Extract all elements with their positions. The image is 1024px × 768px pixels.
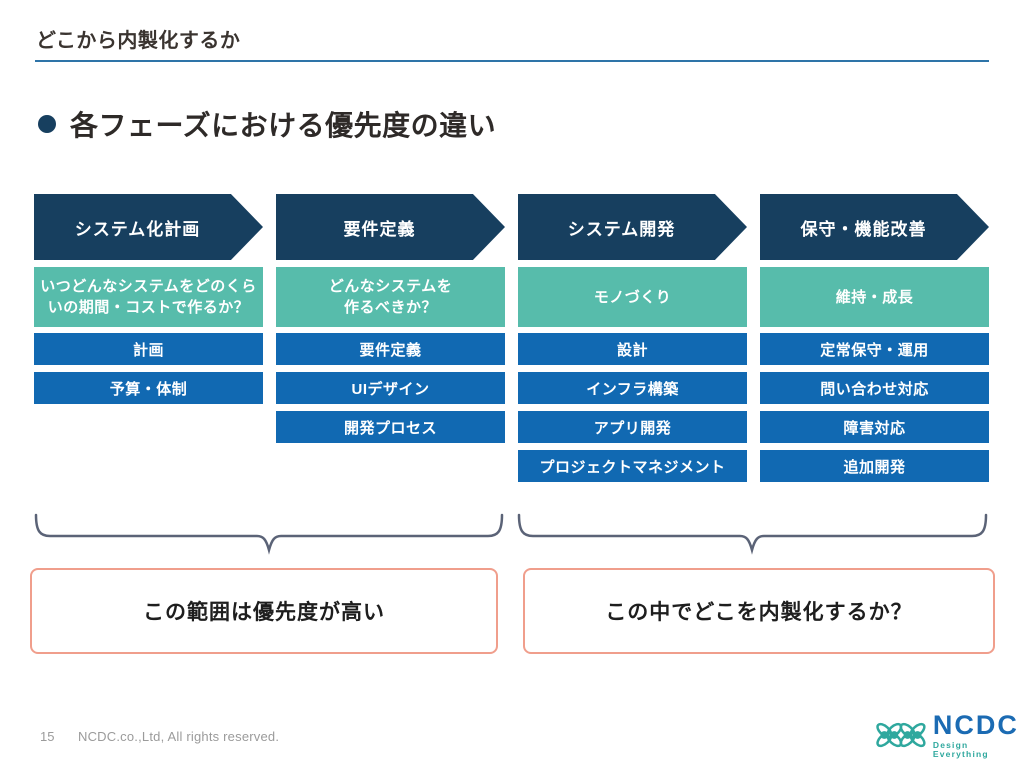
bullet-icon (38, 115, 56, 133)
phases-row: システム化計画いつどんなシステムをどのくらいの期間・コストで作るか？ 計画予算・体… (34, 194, 989, 489)
phase-item: 計画 (34, 333, 263, 365)
brace-left (34, 513, 504, 555)
phase-item: アプリ開発 (518, 411, 747, 443)
ncdc-logo-name: NCDC (932, 710, 1019, 740)
ncdc-logo-text: NCDC Design Everything (933, 712, 1024, 758)
callout-insourcing-question: この中でどこを内製化するか？ (523, 568, 995, 654)
copyright-text: NCDC.co.,Ltd, All rights reserved. (78, 729, 280, 744)
phase-summary: どんなシステムを 作るべきか？ (276, 267, 505, 327)
phase-column: 保守・機能改善維持・成長定常保守・運用問い合わせ対応障害対応追加開発 (760, 194, 989, 489)
callout-high-priority: この範囲は優先度が高い (30, 568, 498, 654)
phase-item: 問い合わせ対応 (760, 372, 989, 404)
page-number: 15 (40, 729, 55, 744)
phase-column: システム開発モノづくり設計インフラ構築アプリ開発プロジェクトマネジメント (518, 194, 747, 489)
phase-item: 追加開発 (760, 450, 989, 482)
ncdc-logo-mark (876, 722, 926, 748)
section-heading: 各フェーズにおける優先度の違い (38, 104, 496, 144)
ncdc-logo: NCDC Design Everything (876, 712, 1024, 758)
section-heading-text: 各フェーズにおける優先度の違い (70, 110, 497, 141)
phase-item: 開発プロセス (276, 411, 505, 443)
phase-arrow: 保守・機能改善 (760, 194, 989, 260)
phase-summary: モノづくり (518, 267, 747, 327)
phase-item: UIデザイン (276, 372, 505, 404)
phase-item: 障害対応 (760, 411, 989, 443)
phase-arrow: システム開発 (518, 194, 747, 260)
phase-summary: 維持・成長 (760, 267, 989, 327)
title-divider (35, 60, 989, 62)
phase-item: インフラ構築 (518, 372, 747, 404)
phase-item: 要件定義 (276, 333, 505, 365)
phase-item: 予算・体制 (34, 372, 263, 404)
phase-item: プロジェクトマネジメント (518, 450, 747, 482)
phase-column: システム化計画いつどんなシステムをどのくらいの期間・コストで作るか？ 計画予算・体… (34, 194, 263, 489)
phase-arrow: 要件定義 (276, 194, 505, 260)
ncdc-logo-tagline: Design Everything (932, 740, 989, 759)
brace-right (517, 513, 988, 555)
page-title: どこから内製化するか (36, 30, 241, 52)
phase-item: 定常保守・運用 (760, 333, 989, 365)
phase-summary: いつどんなシステムをどのくらいの期間・コストで作るか？ (34, 267, 263, 327)
phase-item: 設計 (518, 333, 747, 365)
phase-arrow: システム化計画 (34, 194, 263, 260)
